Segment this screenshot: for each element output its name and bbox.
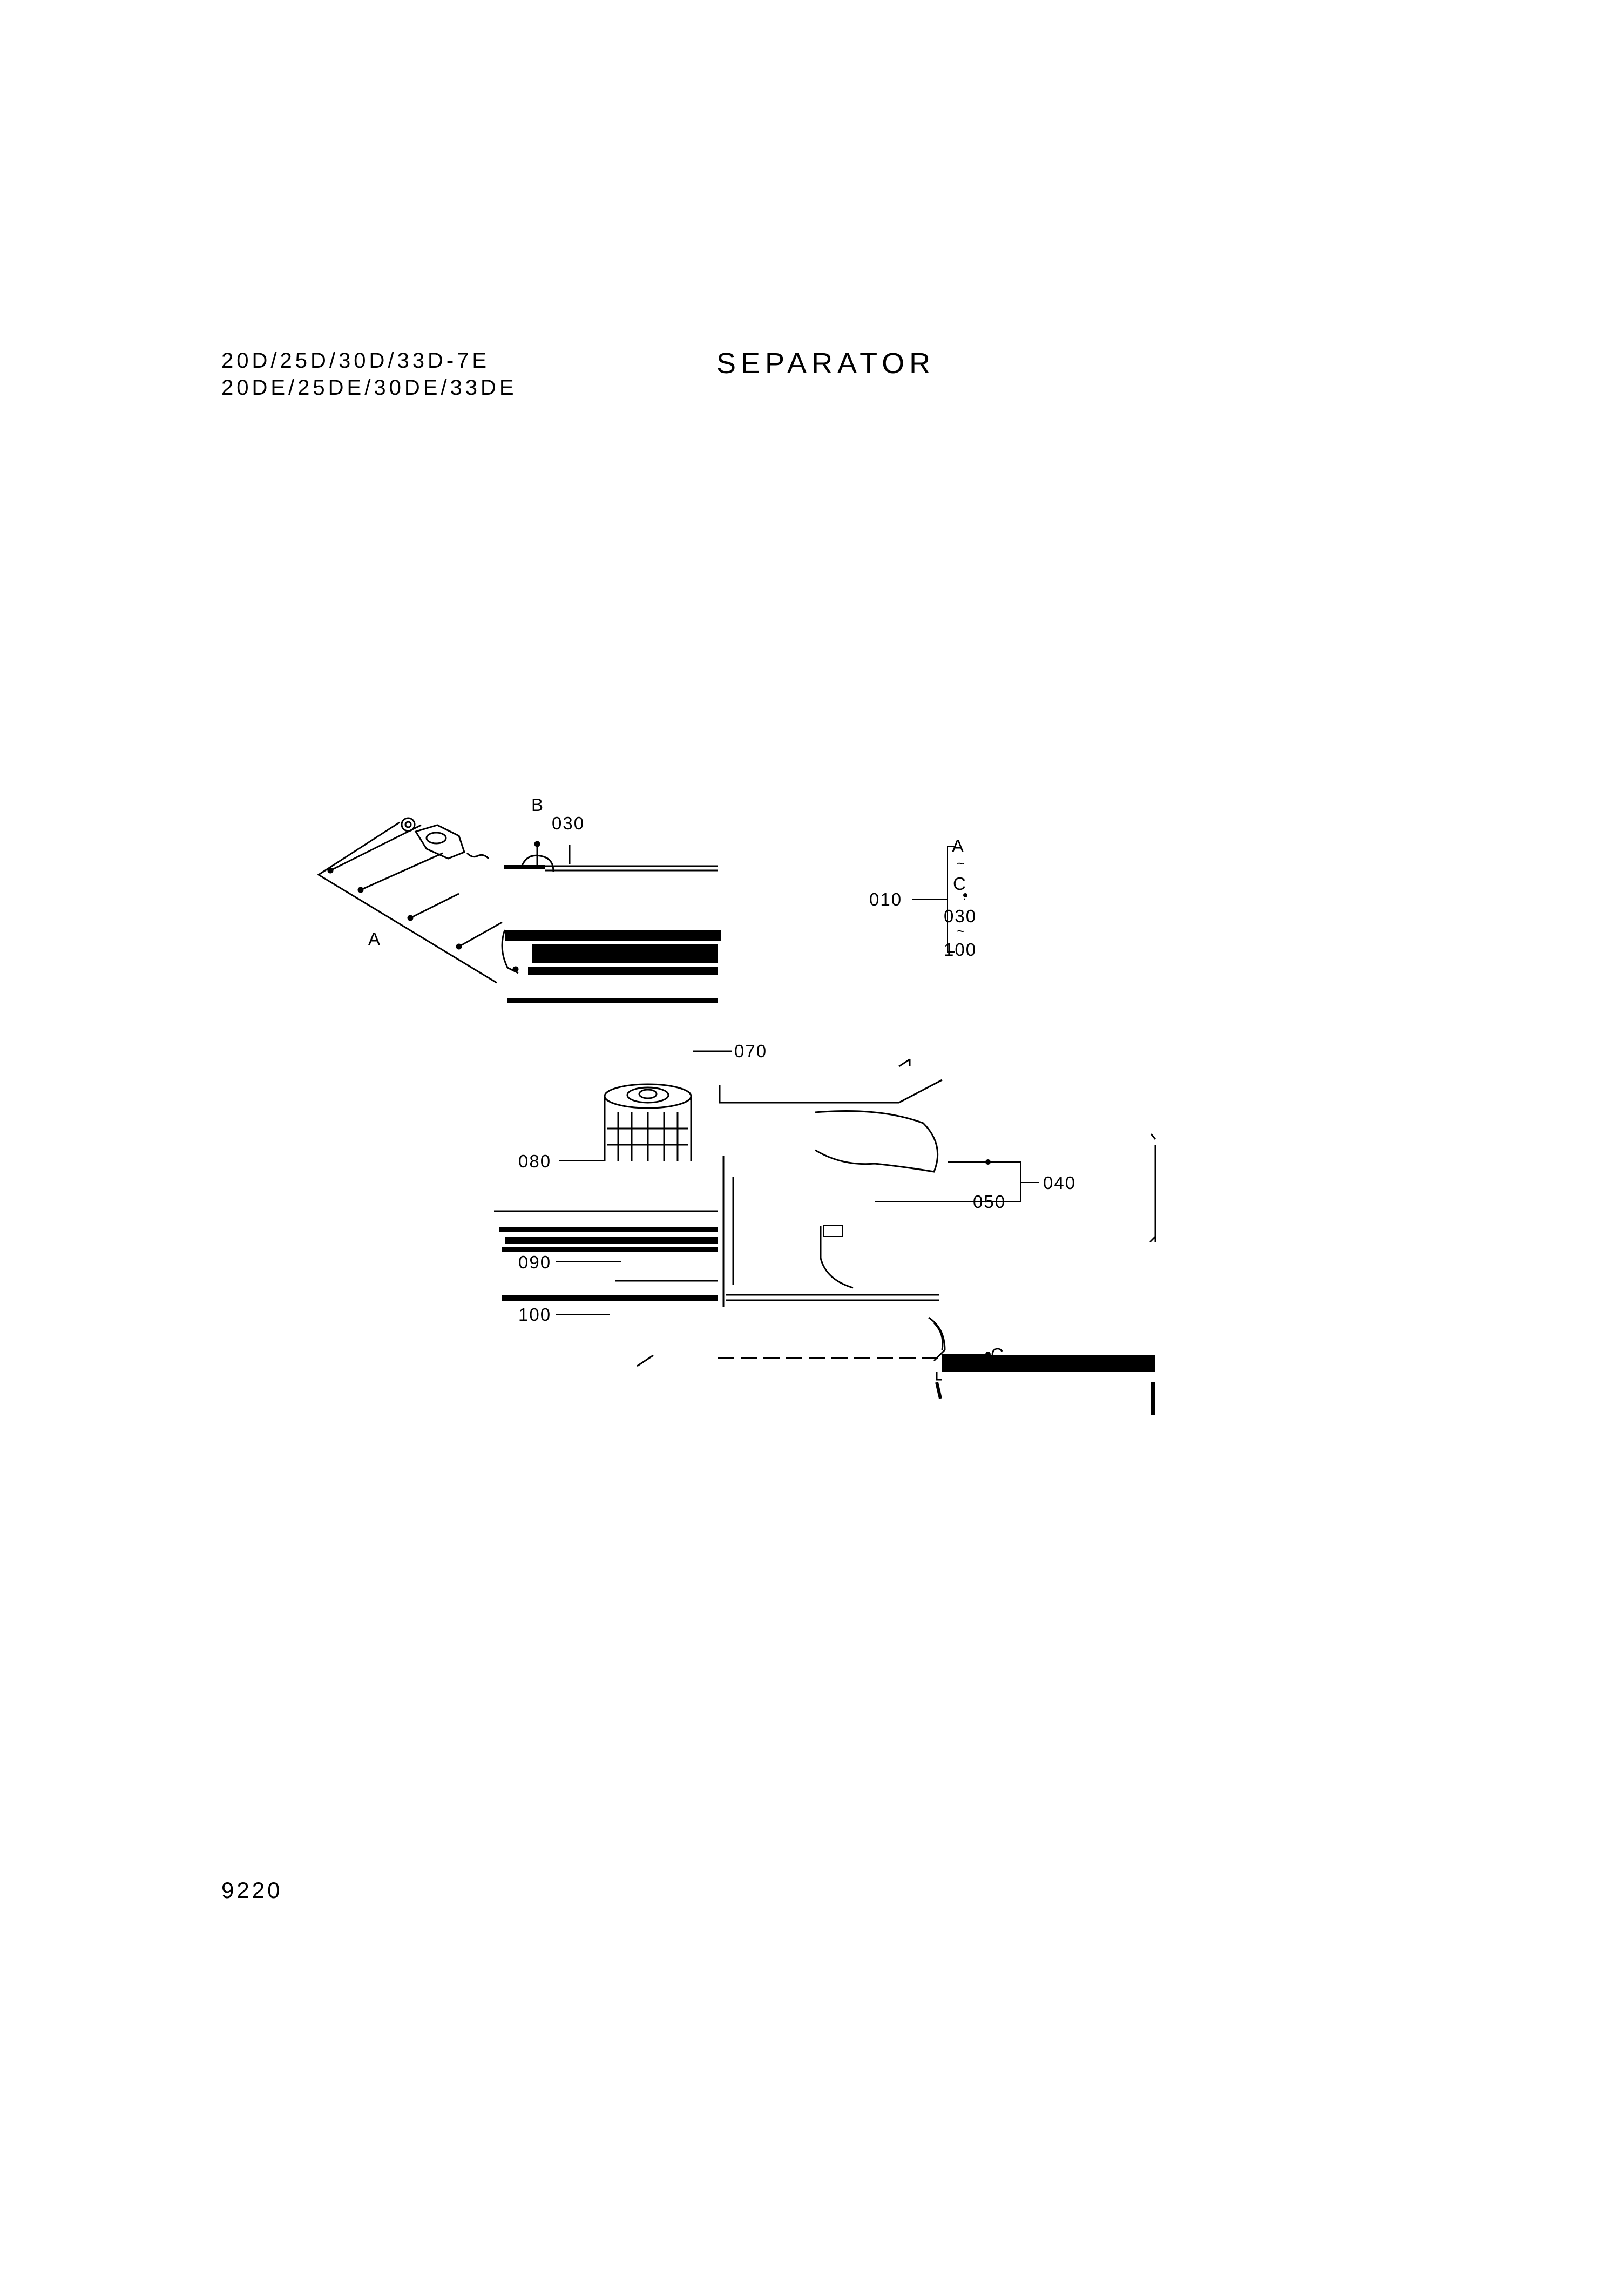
model-list-line-2: 20DE/25DE/30DE/33DE [221,376,517,400]
assembly-range-3: · [962,890,968,906]
callout-a: A [368,929,381,949]
callout-b: B [531,795,544,815]
assembly-range-1: ~ [957,855,966,872]
group-a-callout-frame [317,821,503,984]
assembly-range-4: 030 [944,906,977,926]
callout-090: 090 [518,1252,551,1272]
cover-plate-070 [693,1050,943,1104]
hose-elbow-part [501,929,519,974]
assembly-range-6: 100 [944,940,977,960]
callout-040: 040 [1043,1173,1076,1193]
callout-070: 070 [734,1041,767,1061]
bowl-housing-040 [722,1110,946,1362]
page-number: 9220 [221,1877,283,1903]
assembly-part-010: 010 [869,889,902,909]
model-list-line-1: 20D/25D/30D/33D-7E [221,349,490,373]
clip-part-030 [504,841,554,872]
filter-element-080 [604,1083,692,1161]
callout-c: C [991,1345,1005,1364]
assembly-range-0: A [952,836,965,856]
banjo-fitting-part [414,824,490,860]
drain-valve-100 [637,1354,654,1367]
callout-080: 080 [518,1151,551,1171]
leader-lines [556,1159,1039,1357]
callout-030-top: 030 [552,813,585,833]
banjo-bolt-part [401,817,416,832]
callout-100: 100 [518,1305,551,1325]
callout-050: 050 [973,1192,1006,1212]
hose-upper-part [505,930,721,1003]
sensor-assembly-c [935,1133,1156,1415]
assembly-range-5: ~ [957,923,966,939]
drain-plug-090 [499,1227,718,1301]
assembly-bracket-010 [912,846,967,953]
part-callouts: B 030 A 070 080 090 100 040 050 C 010 A … [368,795,1076,1364]
assembly-range-2: C [953,874,967,894]
page-title: SEPARATOR [716,347,936,380]
